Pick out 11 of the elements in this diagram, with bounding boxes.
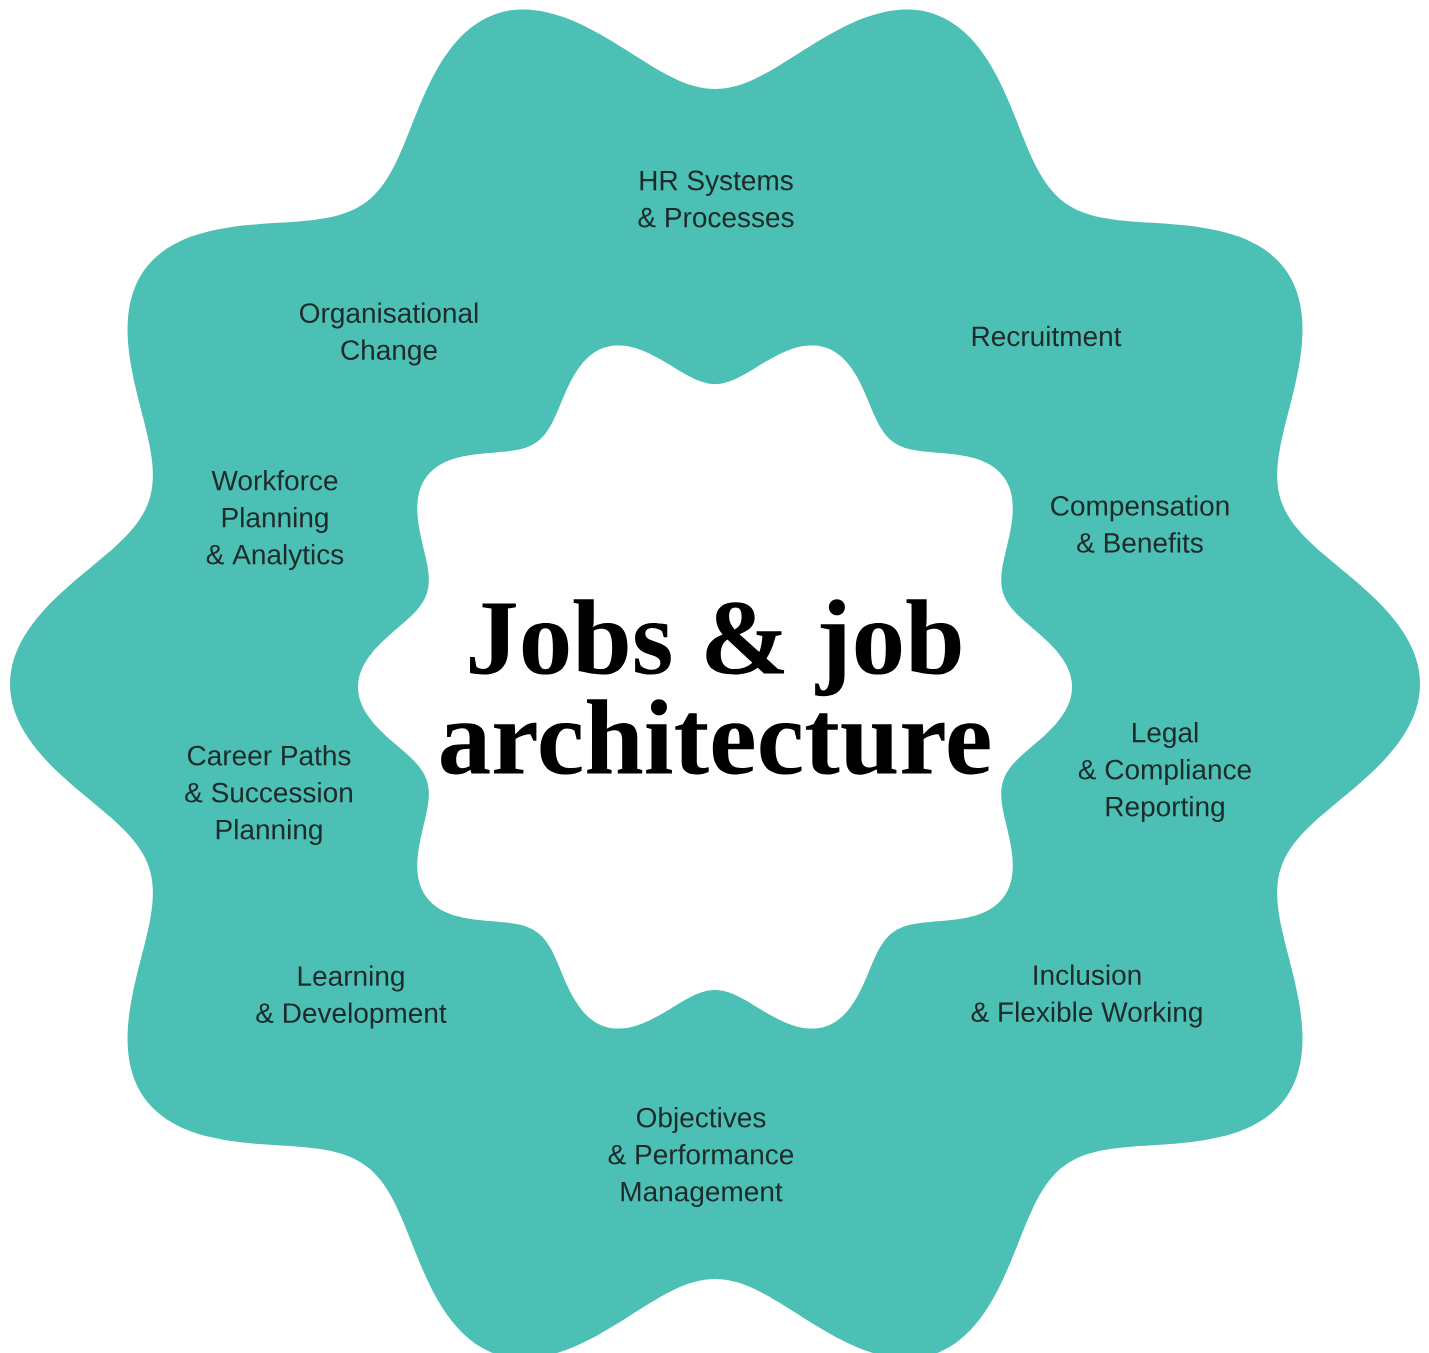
title-text: Jobs & job architecture	[441, 599, 990, 775]
segment-label: Compensation & Benefits	[1051, 495, 1229, 553]
segment-label: Objectives & Performance Management	[608, 1107, 794, 1208]
segment-label: Legal & Compliance Reporting	[1078, 721, 1251, 823]
segment-label: Recruitment	[972, 325, 1122, 347]
segment-label: Inclusion & Flexible Working	[971, 964, 1202, 1028]
segment-label: Workforce Planning & Analytics	[206, 469, 344, 571]
segment-label: Organisational Change	[300, 302, 478, 366]
segment-label: HR Systems & Processes	[638, 170, 794, 228]
segment-label: Learning & Development	[256, 965, 447, 1029]
segment-label: Career Paths & Succession Planning	[185, 744, 352, 846]
